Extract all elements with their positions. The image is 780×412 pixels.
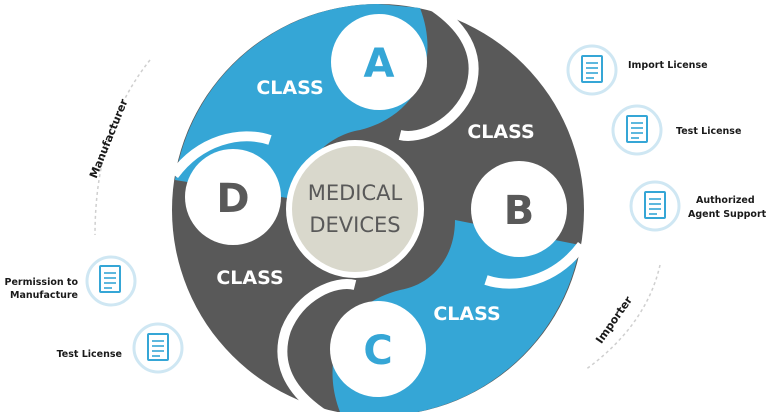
document-icon [581,55,603,83]
document-icon [99,265,121,293]
left-item-test-license-icon-ring [132,322,184,374]
class-d-label: CLASS [216,267,283,289]
document-icon [644,191,666,219]
swirl-separator [277,279,357,412]
left-item-test-license-line1: Test License [57,349,122,360]
right-item-test-license-icon-ring [611,104,663,156]
class-d-letter: D [216,176,249,222]
right-item-import-license-icon-ring [566,44,618,96]
class-b-circle [471,161,567,257]
right-item-test-license: Test License [611,104,741,156]
manufacturer-arc-label: Manufacturer [87,97,131,180]
center-circle [286,140,424,278]
right-item-authorized-agent-icon-ring [629,180,681,232]
manufacturer-arc [94,59,151,236]
class-b-label: CLASS [467,121,534,143]
right-item-import-license-line1: Import License [628,60,708,71]
swirl-separator [484,241,587,289]
class-c-letter: C [363,328,392,374]
left-item-permission: Permission to Manufacture [5,255,137,307]
left-item-permission-line1: Permission to [5,277,79,288]
class-a-label: CLASS [256,77,323,99]
class-b-letter: B [504,188,535,234]
left-item-permission-icon-ring [85,255,137,307]
right-item-authorized-agent-line2: Agent Support [688,209,767,220]
document-icon [147,333,169,361]
swirl-separator [398,0,479,141]
class-d-circle [185,149,281,245]
svg-text:Manufacturer: Manufacturer [87,97,131,180]
svg-text:Importer: Importer [593,293,635,346]
importer-arc [584,264,661,371]
center-title-line1: MEDICAL [308,181,403,205]
class-c-circle [330,301,426,397]
class-c-label: CLASS [433,303,500,325]
document-icon [626,115,648,143]
left-item-test-license: Test License [57,322,184,374]
right-item-authorized-agent: Authorized Agent Support [629,180,767,232]
class-a-letter: A [364,41,395,87]
center-title-line2: DEVICES [309,213,400,237]
right-item-test-license-line1: Test License [676,126,741,137]
swirl-separator [169,131,272,179]
importer-arc-label: Importer [593,293,635,346]
right-item-import-license: Import License [566,44,708,96]
right-item-authorized-agent-line1: Authorized [696,195,755,206]
left-item-permission-line2: Manufacture [10,290,78,301]
class-a-circle [331,14,427,110]
